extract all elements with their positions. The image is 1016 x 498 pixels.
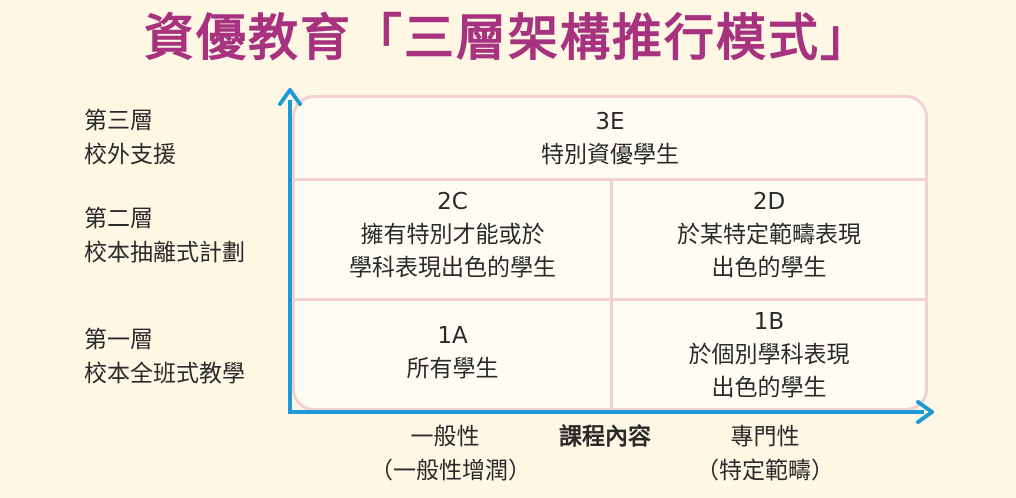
cell-2d-code: 2D	[752, 189, 786, 215]
diagram-title: 資優教育「三層架構推行模式」	[144, 9, 872, 67]
cell-1a: 1A 所有學生	[295, 320, 610, 386]
row-label-tier1: 第一層 校本全班式教學	[84, 323, 245, 391]
cell-2c: 2C 擁有特別才能或於 學科表現出色的學生	[295, 186, 610, 285]
x-axis-arrow-icon	[916, 400, 934, 424]
row-label-tier2-name: 第二層	[84, 206, 153, 232]
x-axis-right: 專門性 （特定範疇）	[690, 420, 840, 488]
cell-2c-code: 2C	[437, 189, 468, 215]
x-axis-left-sub: （一般性增潤）	[370, 458, 531, 484]
cell-2d-text-1: 於某特定範疇表現	[677, 222, 861, 248]
cell-1b: 1B 於個別學科表現 出色的學生	[613, 306, 925, 405]
cell-1b-text-1: 於個別學科表現	[688, 342, 850, 368]
cell-3e-code: 3E	[595, 109, 625, 135]
grid-divider-vertical	[610, 178, 613, 408]
cell-1b-text-2: 出色的學生	[711, 375, 827, 401]
y-axis-arrow-icon	[278, 88, 302, 106]
cell-3e: 3E 特別資優學生	[295, 106, 925, 172]
cell-2c-text-1: 擁有特別才能或於	[360, 222, 545, 248]
cell-1a-code: 1A	[437, 323, 468, 349]
x-axis-left: 一般性 （一般性增潤）	[370, 420, 531, 488]
row-label-tier2: 第二層 校本抽離式計劃	[84, 202, 245, 270]
row-label-tier3: 第三層 校外支援	[84, 104, 176, 172]
x-axis-title: 課程內容	[559, 424, 651, 450]
row-label-tier1-desc: 校本全班式教學	[84, 361, 245, 387]
cell-2d-text-2: 出色的學生	[711, 255, 827, 281]
cell-3e-text: 特別資優學生	[541, 142, 679, 168]
x-axis-left-label: 一般性	[410, 424, 480, 450]
cell-1a-text: 所有學生	[406, 356, 499, 382]
x-axis-right-sub: （特定範疇）	[696, 458, 834, 484]
cell-2c-text-2: 學科表現出色的學生	[349, 255, 556, 281]
row-label-tier2-desc: 校本抽離式計劃	[84, 240, 245, 266]
tier-grid: 3E 特別資優學生 2C 擁有特別才能或於 學科表現出色的學生 2D 於某特定範…	[292, 95, 928, 411]
cell-2d: 2D 於某特定範疇表現 出色的學生	[613, 186, 925, 285]
row-label-tier3-desc: 校外支援	[84, 142, 176, 168]
cell-1b-code: 1B	[753, 309, 785, 335]
row-label-tier1-name: 第一層	[84, 327, 153, 353]
x-axis-right-label: 專門性	[730, 424, 800, 450]
row-label-tier3-name: 第三層	[84, 108, 153, 134]
